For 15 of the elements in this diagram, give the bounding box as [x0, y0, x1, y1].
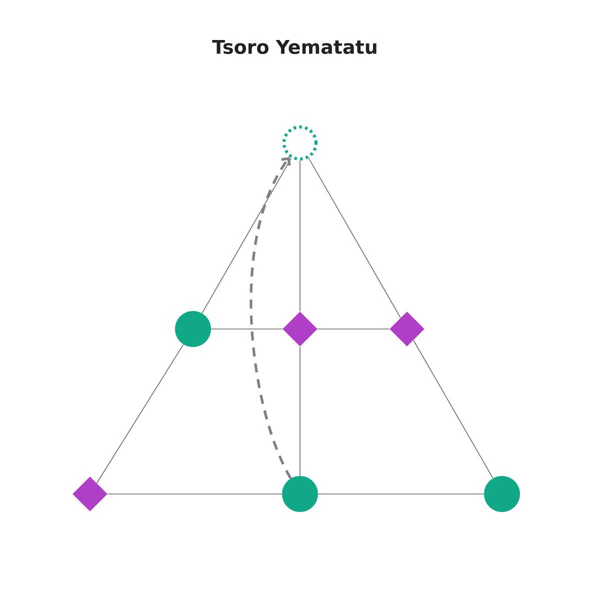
board-line — [96, 344, 184, 484]
board-line — [308, 158, 401, 318]
diamond-piece — [72, 476, 108, 512]
arrow — [250, 157, 292, 479]
title: Tsoro Yematatu — [212, 40, 376, 54]
ring-target — [282, 126, 318, 160]
circle-piece — [175, 311, 211, 347]
diamond-piece — [282, 312, 318, 346]
circle-piece — [282, 476, 318, 512]
board-line — [413, 340, 494, 479]
board-line — [202, 158, 292, 314]
board-line — [210, 328, 283, 330]
circle-piece — [484, 476, 520, 512]
board-line — [317, 328, 390, 330]
diamond-piece — [390, 312, 424, 346]
